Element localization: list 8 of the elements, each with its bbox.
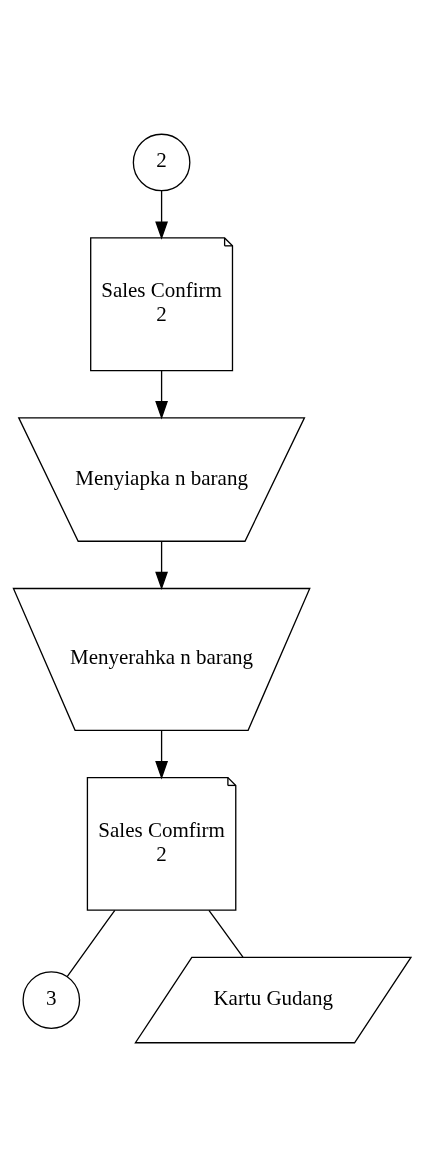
arrow <box>155 189 169 240</box>
arrow <box>155 540 169 590</box>
node-circle: 3 <box>22 970 81 1029</box>
connector <box>208 909 244 958</box>
arrow <box>155 729 169 779</box>
arrow <box>155 369 169 419</box>
connector <box>66 909 116 977</box>
node-circle: 2 <box>132 133 191 191</box>
